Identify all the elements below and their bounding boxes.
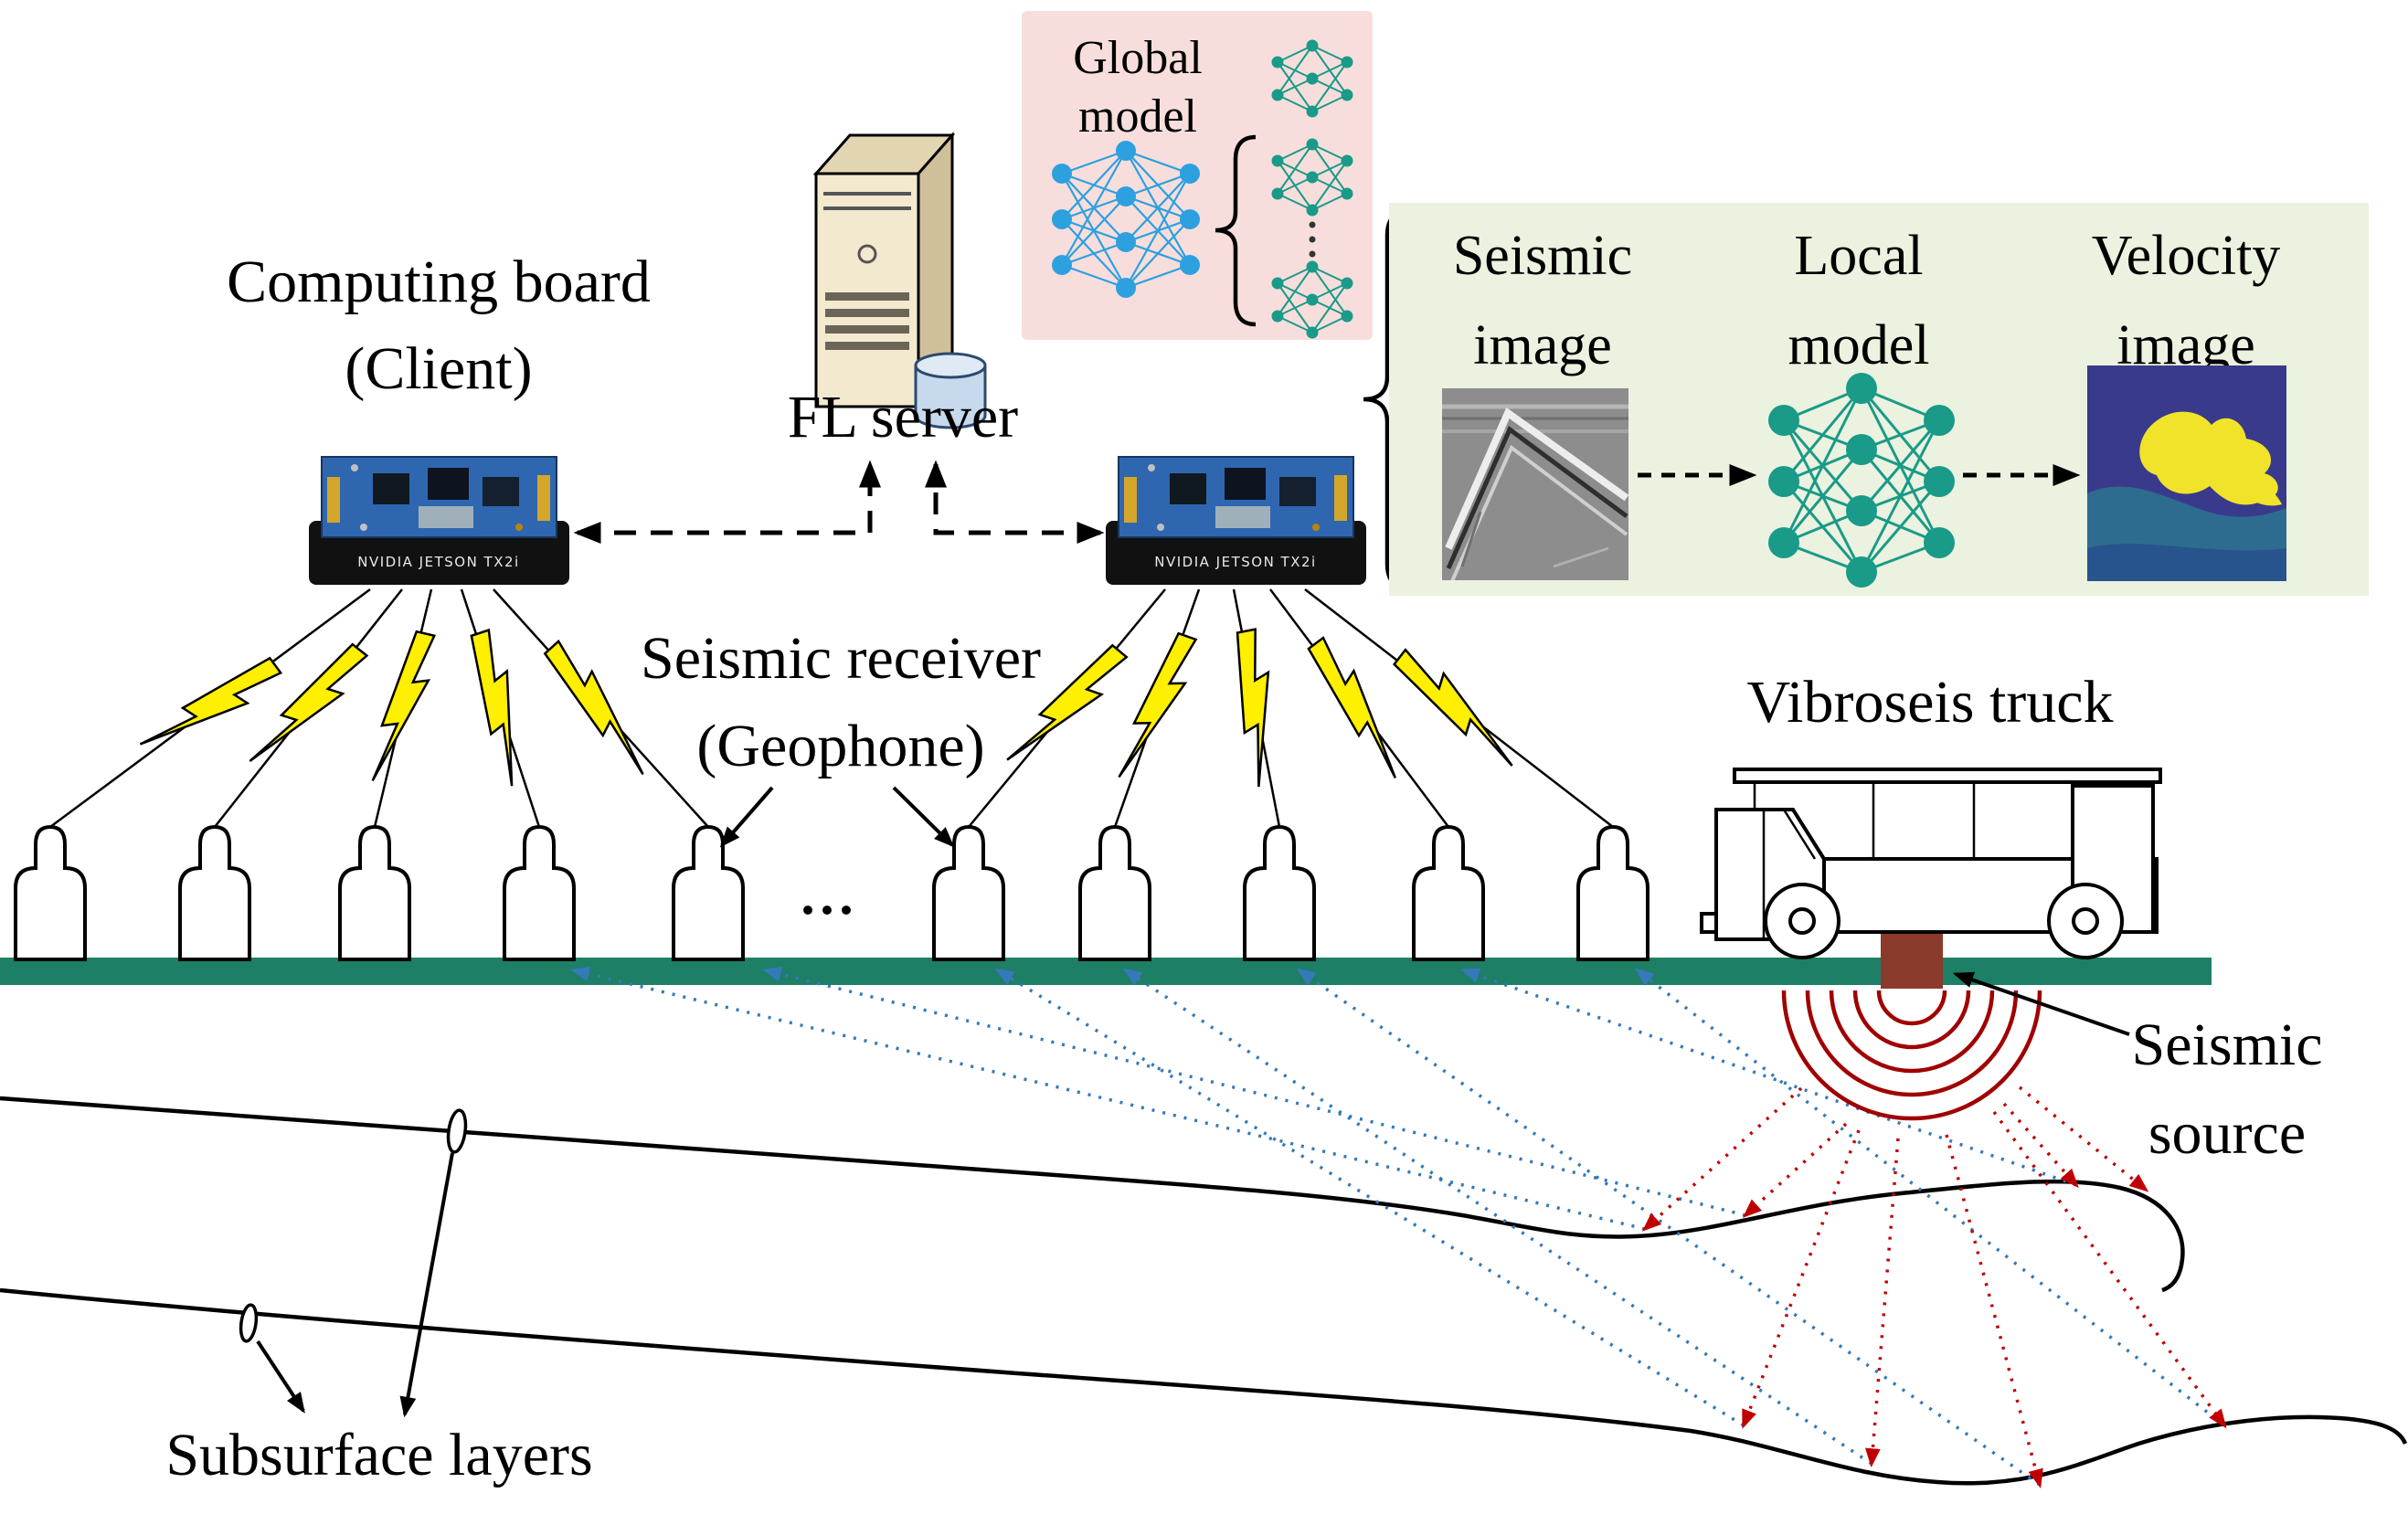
seismic-image-label: Seismic [1453,225,1632,287]
lightning-icon [459,627,543,789]
federated-comm-arrows [573,460,1105,544]
fl-server-label: FL server [788,384,1018,450]
geophone-icon [672,825,745,961]
lightning-icon [1225,627,1290,789]
geophone-ellipsis: ... [799,846,856,931]
computing-board-icon: NVIDIA JETSON TX2i [309,456,569,585]
seismic-source-leader-arrow [1952,971,2130,1036]
neural-network-icon [1052,141,1200,298]
geophone-icon [1412,825,1485,961]
geophone-icon [14,825,87,961]
fl-server-icon [812,132,987,429]
board-model-text: NVIDIA JETSON TX2i [1154,554,1316,570]
computing-board-icon: NVIDIA JETSON TX2i [1106,456,1366,585]
geophone-icon [178,825,251,961]
database-cylinder-icon [914,352,987,429]
seismic-wavefront-arcs [1781,990,2042,1121]
seismic-source-label: source [2148,1100,2306,1167]
upgoing-reflection-rays [569,966,2226,1487]
global-model-panel: Global model [1022,11,1373,340]
vibroseis-truck-icon [1700,768,2162,959]
local-model-label: model [1788,314,1930,376]
seismic-image-label: image [1473,314,1612,376]
wireless-links [49,588,1614,829]
lightning-icon [245,635,372,782]
geophone-icon [338,825,411,961]
geophone-icon [503,825,576,961]
downgoing-source-rays [1641,1086,2227,1489]
subsurface-layer-marker-icon [446,1108,468,1154]
geophone-icon [1576,825,1650,961]
subsurface-layers-label: Subsurface layers [165,1422,592,1488]
seismic-source-label: Seismic [2132,1011,2323,1078]
global-model-label: model [1078,90,1197,143]
ground-surface-bar [0,958,2212,985]
velocity-image-thumbnail [2087,365,2286,581]
aggregation-brace [1215,134,1257,327]
computing-board-label: Computing board [227,249,651,315]
subsurface-leader-arrows [256,1152,454,1418]
computing-board-label: (Client) [345,335,532,402]
seismic-receiver-leader-arrows [719,786,955,848]
neural-network-icon [1768,373,1955,588]
local-model-label: Local [1794,225,1923,287]
client-detail-brace [1363,207,1412,592]
geophone-icon [932,825,1005,961]
geophone-icon [1078,825,1151,961]
geophone-icon [1243,825,1316,961]
subsurface-layer-marker-icon [239,1303,259,1343]
seismic-receiver-label: Seismic receiver [641,625,1041,692]
geophone-array: ... [14,825,1650,961]
lightning-icon [1114,628,1202,789]
lightning-icon [367,627,440,789]
velocity-image-label: Velocity [2092,225,2281,287]
client-detail-panel: Seismic image Local model Velocity image [1389,203,2369,596]
vertical-ellipsis [1309,221,1316,258]
seismic-image-thumbnail [1442,388,1628,580]
subsurface-layer-1 [0,1096,2185,1293]
lightning-icon [1385,644,1533,770]
global-model-label: Global [1073,32,1203,84]
vibroseis-truck-label: Vibroseis truck [1746,669,2113,736]
seismic-receiver-label: (Geophone) [696,713,984,779]
board-model-text: NVIDIA JETSON TX2i [357,554,519,570]
